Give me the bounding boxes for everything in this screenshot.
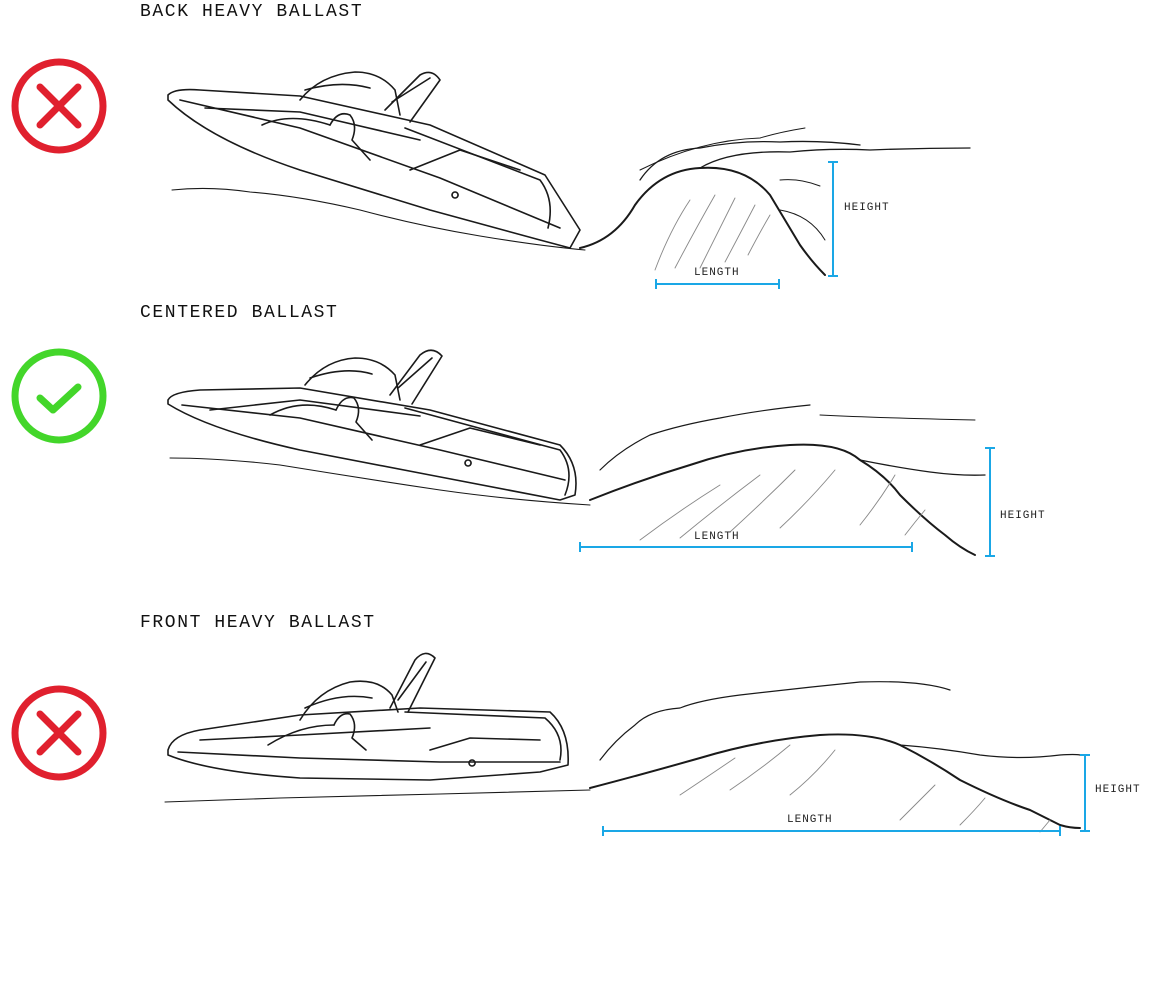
length-label: LENGTH xyxy=(694,267,740,279)
boat-wake-sketch xyxy=(167,349,995,557)
section-front-heavy-ballast: FRONT HEAVY BALLAST xyxy=(0,600,1152,900)
boat-wake-sketch xyxy=(164,652,1090,836)
length-label: LENGTH xyxy=(787,814,833,826)
section-title: CENTERED BALLAST xyxy=(140,303,339,323)
x-circle-icon xyxy=(11,58,107,154)
height-label: HEIGHT xyxy=(1000,510,1046,522)
section-title: FRONT HEAVY BALLAST xyxy=(140,613,376,633)
boat-wake-sketch xyxy=(167,71,971,289)
section-back-heavy-ballast: BACK HEAVY BALLAST xyxy=(0,0,1152,300)
length-label: LENGTH xyxy=(694,531,740,543)
check-circle-icon xyxy=(11,348,107,444)
x-circle-icon xyxy=(11,685,107,781)
section-centered-ballast: CENTERED BALLAST xyxy=(0,300,1152,600)
height-label: HEIGHT xyxy=(844,202,890,214)
section-title: BACK HEAVY BALLAST xyxy=(140,2,364,22)
height-label: HEIGHT xyxy=(1095,784,1141,796)
